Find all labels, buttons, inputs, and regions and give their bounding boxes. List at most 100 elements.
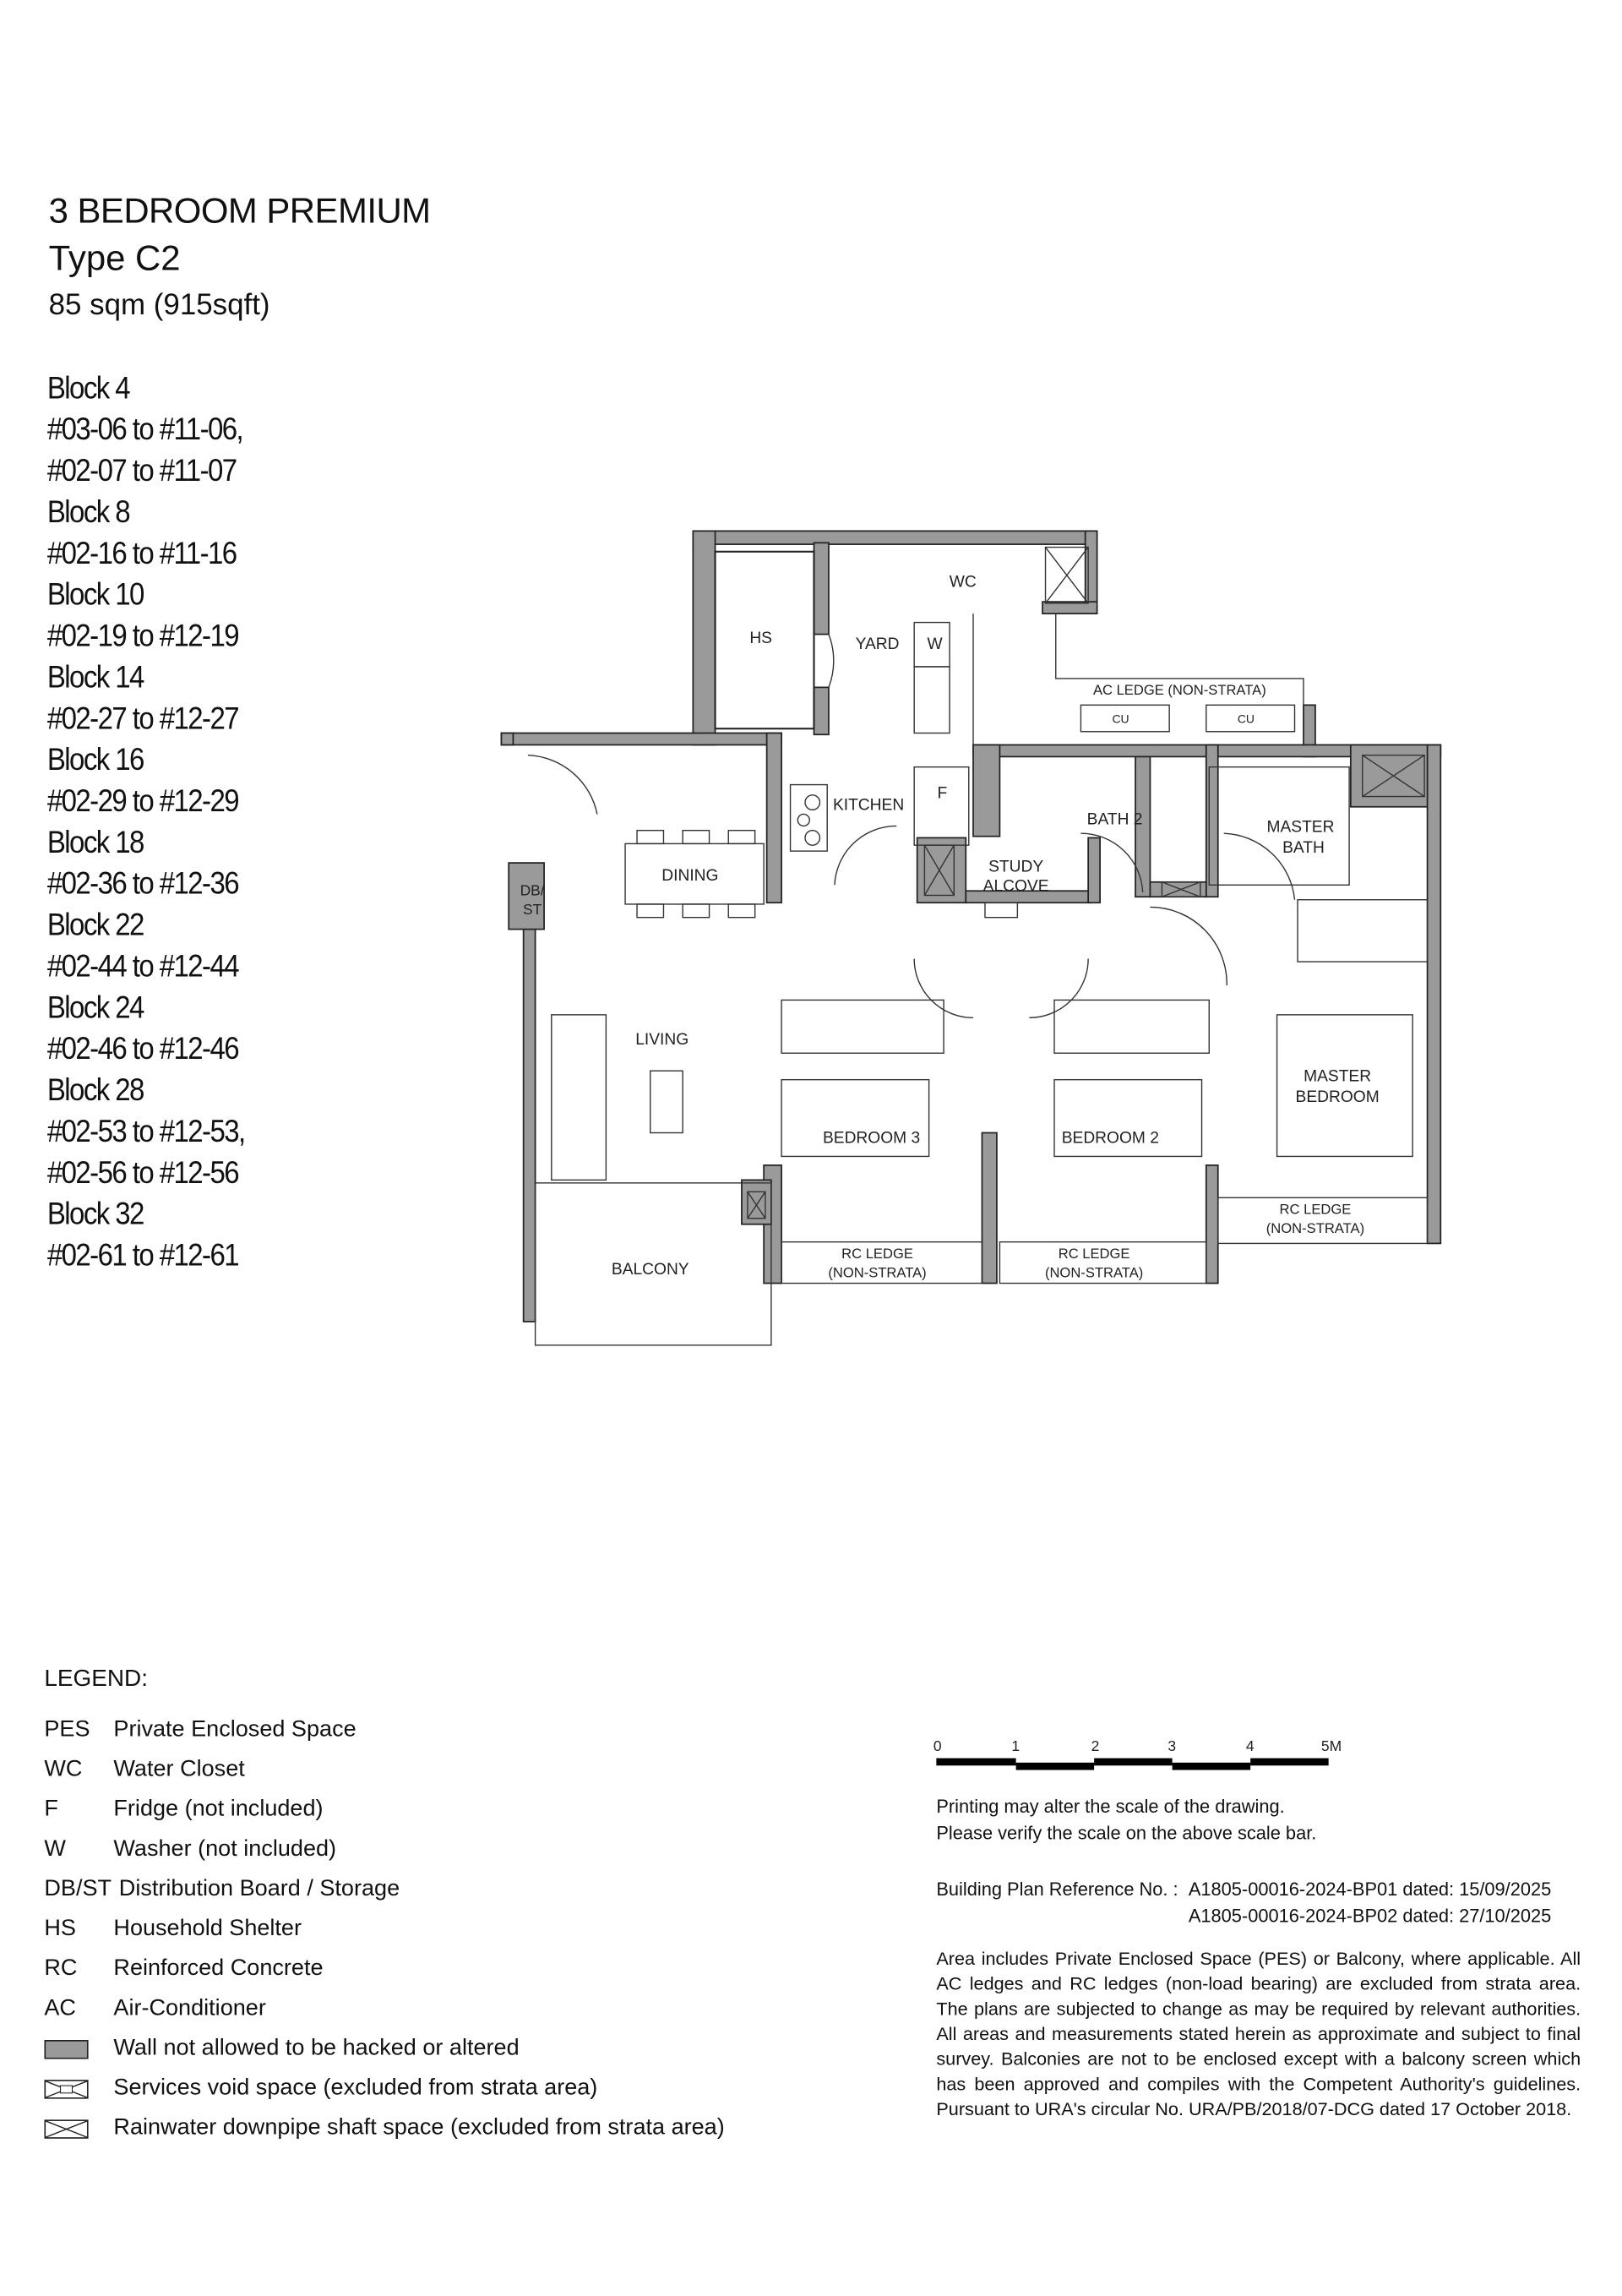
- room-label-master-bedroom-2: BEDROOM: [1296, 1088, 1380, 1106]
- block-label: Block 14: [46, 660, 145, 695]
- wall: [522, 913, 536, 1323]
- block-label: Block 24: [46, 990, 145, 1026]
- room-label-ac-ledge: AC LEDGE (NON-STRATA): [1093, 682, 1266, 698]
- block-label: Block 10: [46, 578, 145, 613]
- legend-abbr: WC: [44, 1756, 83, 1782]
- wall: [1426, 744, 1442, 1245]
- building-plan-ref-1: A1805-00016-2024-BP01 dated: 15/09/2025: [1188, 1879, 1552, 1901]
- legend-desc: Air-Conditioner: [113, 1995, 266, 2021]
- legend-desc: Distribution Board / Storage: [118, 1876, 400, 1901]
- wall: [1042, 601, 1098, 614]
- wall: [972, 744, 1001, 837]
- unit-range: #02-36 to #12-36: [46, 867, 240, 902]
- unit-range: #02-29 to #12-29: [46, 784, 240, 819]
- legend-abbr: RC: [44, 1955, 78, 1982]
- building-plan-label: Building Plan Reference No. :: [936, 1879, 1178, 1901]
- scale-note-1: Printing may alter the scale of the draw…: [936, 1796, 1285, 1818]
- cu-label-2: CU: [1238, 712, 1255, 725]
- disclaimer-text: Area includes Private Enclosed Space (PE…: [936, 1948, 1581, 2120]
- room-label-dining: DINING: [661, 867, 718, 885]
- wall: [692, 530, 716, 746]
- wall: [981, 1132, 998, 1284]
- scale-tick-5: 5M: [1321, 1737, 1342, 1754]
- legend-abbr: F: [44, 1796, 58, 1822]
- grey-wall-icon: [44, 2039, 89, 2059]
- wall: [765, 732, 782, 904]
- unit-range: #02-56 to #12-56: [46, 1156, 240, 1191]
- legend-abbr: AC: [44, 1995, 76, 2021]
- room-label-kitchen: KITCHEN: [833, 796, 904, 814]
- wall: [1149, 881, 1207, 898]
- legend-desc: Rainwater downpipe shaft space (excluded…: [113, 2114, 725, 2141]
- block-label: Block 18: [46, 826, 145, 860]
- wall: [741, 1179, 772, 1225]
- block-label: Block 32: [46, 1197, 145, 1232]
- scale-tick-3: 3: [1168, 1737, 1176, 1754]
- block-label: Block 8: [46, 495, 131, 530]
- wall: [813, 542, 830, 635]
- legend-desc: Fridge (not included): [113, 1796, 324, 1822]
- room-label-washer: W: [928, 635, 944, 653]
- room-label-bath2: BATH 2: [1087, 811, 1143, 829]
- room-label-study-1: STUDY: [988, 859, 1043, 876]
- room-label-dbst-2: ST: [523, 901, 542, 918]
- wall: [1087, 837, 1101, 904]
- wall: [1205, 1164, 1219, 1284]
- legend-item: RC Reinforced Concrete: [44, 1955, 323, 1984]
- rc-ledge-label-1b: (NON-STRATA): [828, 1265, 926, 1281]
- legend-desc: Services void space (excluded from strat…: [113, 2075, 598, 2101]
- room-label-bedroom2: BEDROOM 2: [1062, 1130, 1159, 1148]
- legend-item: AC Air-Conditioner: [44, 1994, 265, 2024]
- legend-desc: Household Shelter: [113, 1916, 302, 1942]
- legend-abbr: HS: [44, 1916, 76, 1942]
- wall: [1135, 755, 1151, 898]
- legend-desc: Private Enclosed Space: [113, 1716, 357, 1742]
- room-label-master-bath-1: MASTER: [1267, 818, 1335, 836]
- wall: [813, 686, 830, 736]
- legend-item: WC Water Closet: [44, 1755, 244, 1785]
- wall: [916, 837, 967, 904]
- room-label-fridge: F: [937, 784, 947, 802]
- building-plan-ref-2: A1805-00016-2024-BP02 dated: 27/10/2025: [1188, 1906, 1552, 1927]
- legend-desc: Water Closet: [113, 1756, 245, 1782]
- room-label-wc: WC: [950, 574, 977, 592]
- wall: [500, 732, 782, 746]
- rc-ledge-label-1a: RC LEDGE: [841, 1246, 913, 1262]
- block-label: Block 4: [46, 371, 131, 406]
- unit-range: #02-61 to #12-61: [46, 1239, 240, 1273]
- legend-item: HS Household Shelter: [44, 1915, 302, 1944]
- unit-range: #02-19 to #12-19: [46, 619, 240, 654]
- wall: [500, 732, 514, 746]
- unit-area: 85 sqm (915sqft): [48, 289, 270, 322]
- unit-range: #02-07 to #11-07: [46, 454, 237, 488]
- legend-abbr: PES: [44, 1716, 90, 1742]
- scale-tick-1: 1: [1011, 1737, 1020, 1754]
- block-label: Block 22: [46, 908, 145, 943]
- rc-ledge-label-2b: (NON-STRATA): [1045, 1265, 1143, 1281]
- wall: [508, 862, 545, 930]
- room-label-balcony: BALCONY: [612, 1261, 689, 1279]
- floor-plan: HS YARD WC W F AC LEDGE (NON-STRATA) CU …: [500, 530, 1442, 1346]
- legend-symbol-item: Wall not allowed to be hacked or altered: [44, 2034, 520, 2064]
- room-label-yard: YARD: [856, 635, 900, 653]
- room-label-master-bedroom-1: MASTER: [1304, 1067, 1371, 1085]
- scale-tick-4: 4: [1246, 1737, 1255, 1754]
- cu-label-1: CU: [1112, 712, 1129, 725]
- legend-abbr: W: [44, 1836, 66, 1862]
- legend-abbr: DB/ST: [44, 1876, 112, 1901]
- room-label-living: LIVING: [635, 1031, 689, 1049]
- unit-range: #03-06 to #11-06,: [46, 412, 244, 447]
- legend-item: F Fridge (not included): [44, 1795, 323, 1824]
- legend-desc: Reinforced Concrete: [113, 1955, 324, 1982]
- rainwater-shaft-icon: [44, 2119, 89, 2139]
- unit-range: #02-44 to #12-44: [46, 950, 240, 984]
- unit-type-title: 3 BEDROOM PREMIUM: [48, 191, 431, 232]
- unit-block-list: Block 4 #03-06 to #11-06, #02-07 to #11-07…: [46, 368, 246, 1277]
- wall: [1205, 744, 1219, 898]
- wall: [692, 530, 1098, 545]
- legend-title: LEGEND:: [44, 1666, 148, 1693]
- room-label-dbst-1: DB/: [520, 881, 545, 898]
- rc-ledge-label-3b: (NON-STRATA): [1266, 1220, 1364, 1236]
